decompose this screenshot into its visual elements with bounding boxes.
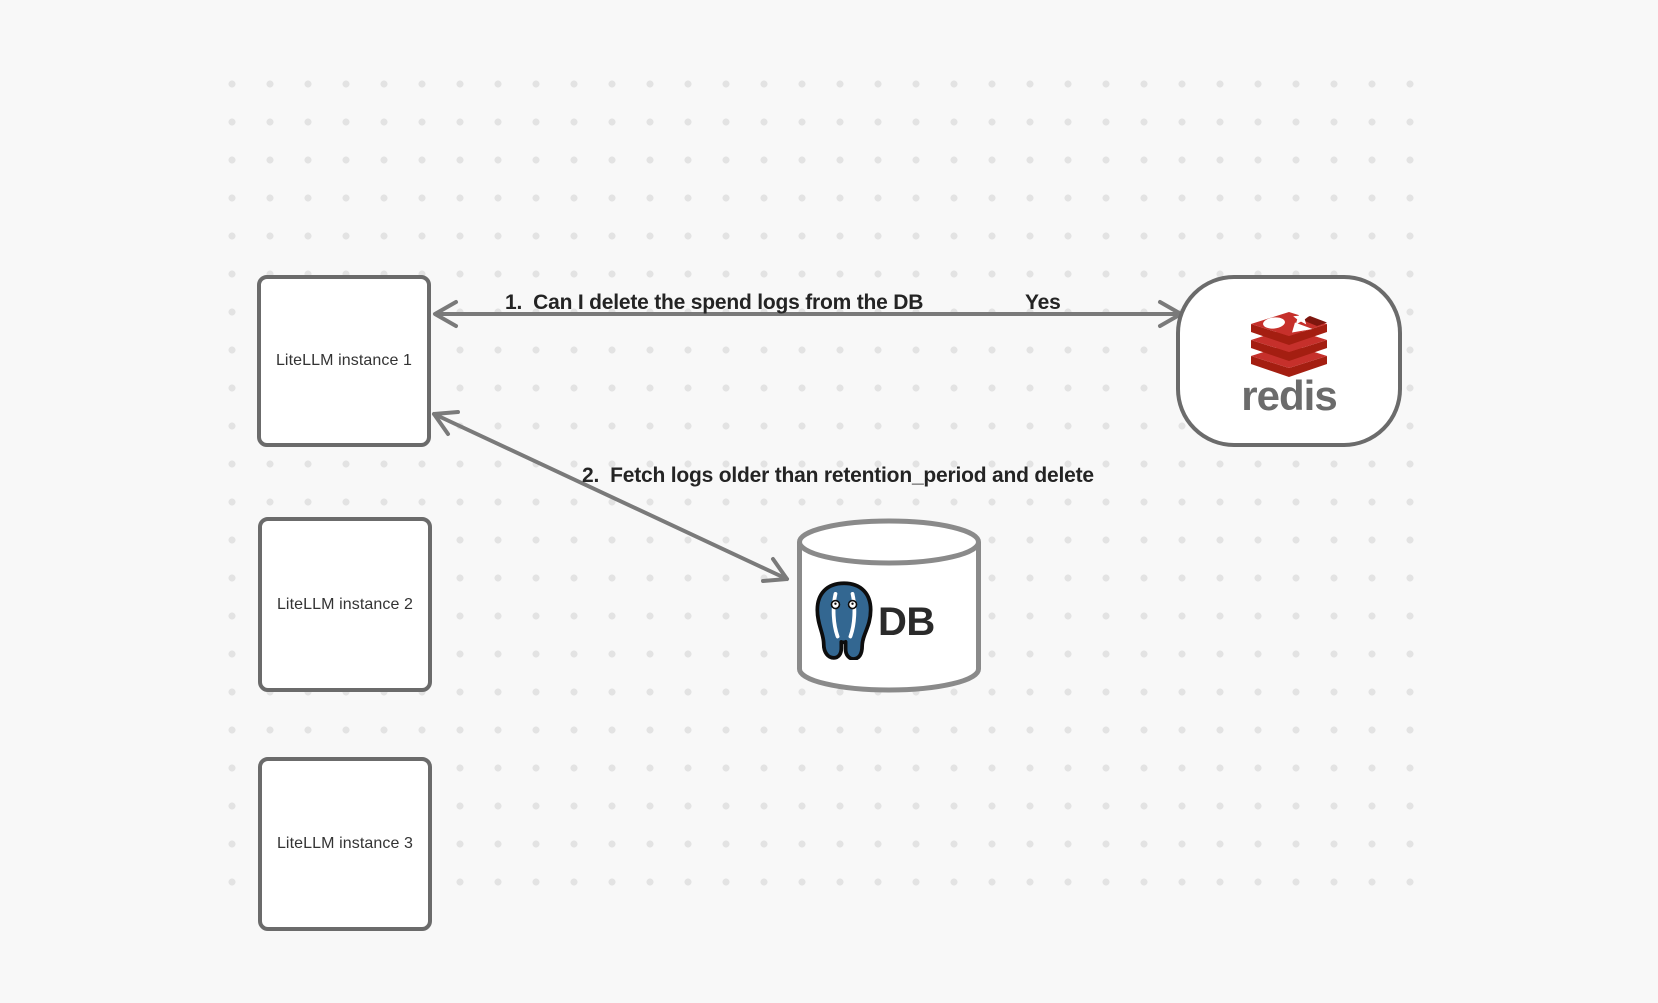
edge-label-fetch-logs[interactable]: 2. Fetch logs older than retention_perio… [582, 464, 1094, 488]
node-redis[interactable]: redis [1176, 275, 1402, 447]
redis-stack-logo-icon [1251, 311, 1327, 377]
arrow-2-shaft [432, 412, 789, 581]
edge-2-text: Fetch logs older than retention_period a… [610, 464, 1094, 487]
redis-wordmark: redis [1241, 372, 1337, 419]
postgresql-elephant-logo-icon [815, 581, 873, 660]
arrow-1-head-left [433, 300, 458, 328]
edge-2-number: 2. [582, 464, 600, 487]
edge-label-delete-spend-logs[interactable]: 1. Can I delete the spend logs from the … [505, 291, 923, 315]
node-db[interactable]: DB [796, 518, 982, 694]
edge-1-number: 1. [505, 291, 523, 314]
arrow-2-head-top [432, 410, 460, 436]
db-label: DB [878, 600, 935, 644]
edge-label-yes-response[interactable]: Yes [1025, 291, 1061, 315]
arrow-2-head-bottom [761, 557, 789, 583]
edge-1-text: Can I delete the spend logs from the DB [533, 291, 924, 314]
node-litellm-instance-3-label: LiteLLM instance 3 [276, 835, 414, 852]
edge-1-response: Yes [1025, 291, 1061, 314]
node-litellm-instance-2-label: LiteLLM instance 2 [276, 595, 414, 613]
node-litellm-instance-1[interactable]: LiteLLM instance 1 [257, 275, 431, 447]
node-litellm-instance-3[interactable]: LiteLLM instance 3 [258, 757, 432, 931]
arrow-instance1-to-db[interactable] [432, 410, 789, 583]
node-litellm-instance-1-label: LiteLLM instance 1 [275, 352, 413, 369]
node-litellm-instance-2[interactable]: LiteLLM instance 2 [258, 517, 432, 692]
